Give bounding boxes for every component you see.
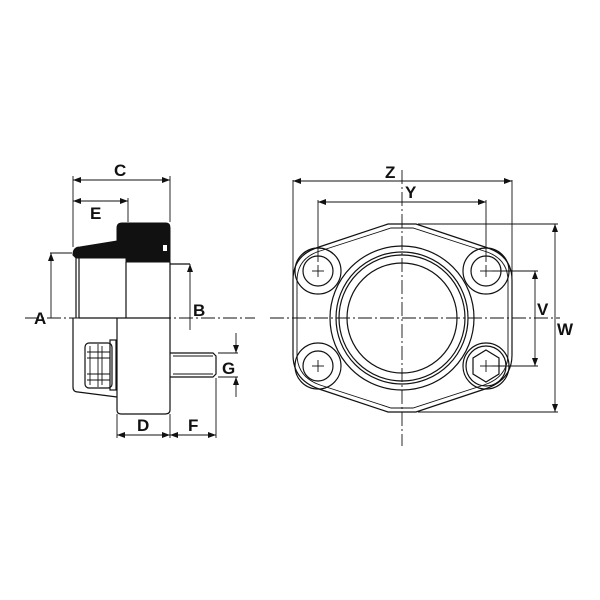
dim-label-c: C: [114, 161, 126, 180]
dim-label-d: D: [137, 416, 149, 435]
clamp-top-solid: [72, 222, 171, 263]
dim-label-b: B: [193, 301, 205, 320]
dim-label-y: Y: [405, 183, 417, 202]
dim-label-g: G: [222, 359, 235, 378]
dim-label-f: F: [188, 416, 198, 435]
dim-label-w: W: [557, 320, 574, 339]
side-view: C E A B G D F: [25, 161, 255, 438]
dim-label-z: Z: [385, 163, 395, 182]
dim-label-v: V: [537, 300, 549, 319]
front-view: Z Y V W: [270, 163, 574, 446]
bolt-bottom-left: [294, 342, 342, 390]
knurled-nut: [84, 339, 117, 391]
dim-label-e: E: [90, 204, 101, 223]
dim-label-a: A: [34, 309, 46, 328]
